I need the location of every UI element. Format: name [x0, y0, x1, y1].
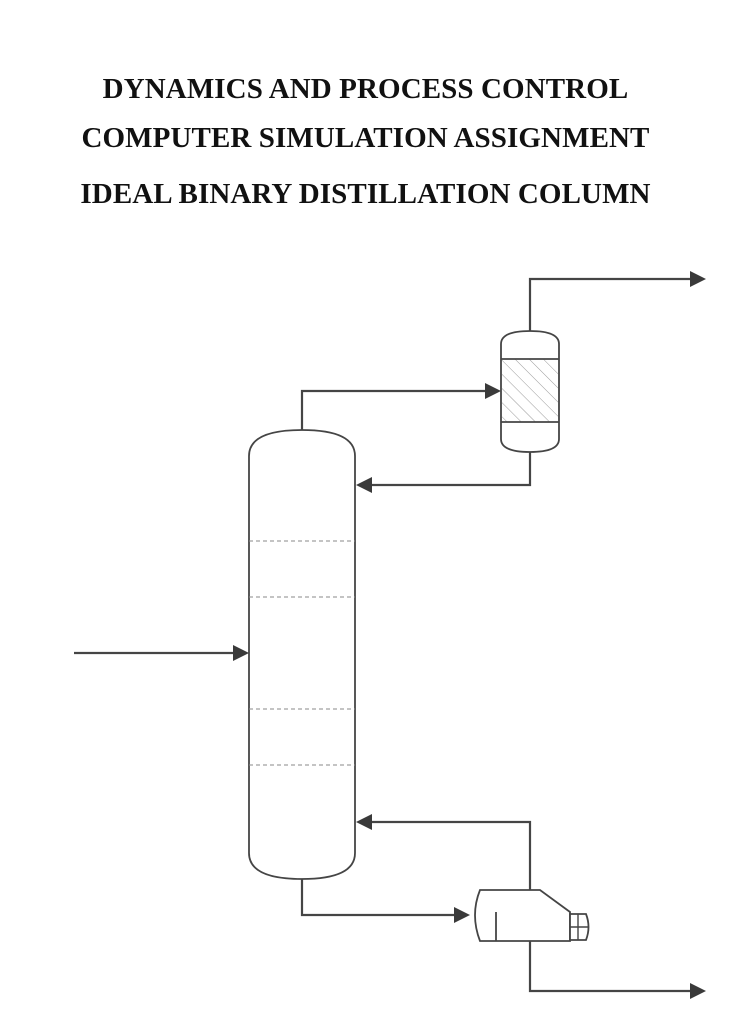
title-line-2: COMPUTER SIMULATION ASSIGNMENT — [81, 122, 650, 154]
boilup-stream — [356, 814, 532, 890]
condenser — [500, 330, 560, 453]
column-shell — [248, 429, 356, 880]
reflux-stream — [356, 452, 532, 493]
bottoms-product-stream — [528, 941, 706, 999]
arrow-right-icon — [454, 907, 470, 923]
arrow-left-icon — [356, 477, 372, 493]
arrow-right-icon — [233, 645, 249, 661]
reboiler — [474, 889, 590, 942]
arrow-right-icon — [485, 383, 501, 399]
bottoms-stream — [300, 879, 470, 923]
title-line-3: IDEAL BINARY DISTILLATION COLUMN — [80, 178, 651, 210]
arrow-right-icon — [690, 983, 706, 999]
distillate-stream — [528, 271, 706, 331]
title-line-1: DYNAMICS AND PROCESS CONTROL — [102, 73, 629, 105]
reboiler-shell — [474, 889, 571, 942]
overhead-vapor-stream — [300, 383, 501, 430]
arrow-left-icon — [356, 814, 372, 830]
arrow-right-icon — [690, 271, 706, 287]
feed-stream — [74, 645, 249, 661]
distillation-column — [248, 429, 356, 880]
